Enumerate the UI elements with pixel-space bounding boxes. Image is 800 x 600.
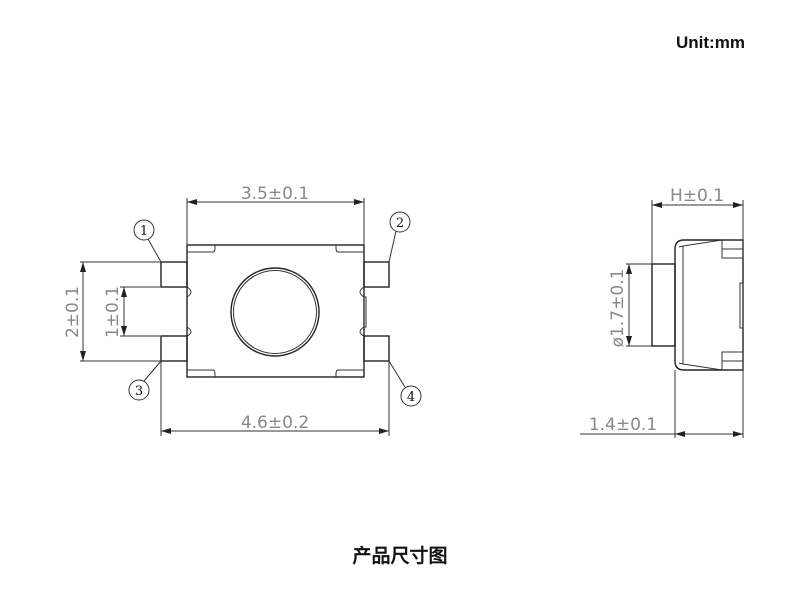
dimension-body-height: 1.4±0.1 (580, 370, 744, 438)
pin-number: 3 (135, 384, 143, 399)
lead-1 (160, 261, 188, 288)
pin-callout-4: 4 (388, 360, 422, 407)
dim-body-height: 1.4±0.1 (589, 415, 657, 435)
drawing-caption: 产品尺寸图 (352, 545, 448, 567)
dimension-lead-gap: 1±0.1 (103, 286, 160, 338)
dimension-overall-width: 4.6±0.2 (160, 361, 390, 436)
dim-lead-span: 2±0.1 (63, 286, 83, 338)
dimension-body-width: 3.5±0.1 (186, 184, 365, 245)
dim-stem-diameter: ø1.7±0.1 (608, 269, 628, 348)
pin-number: 4 (407, 390, 415, 405)
side-tab (739, 282, 744, 329)
unit-label: Unit:mm (676, 33, 745, 52)
dim-overall-width: 4.6±0.2 (241, 413, 309, 433)
side-view: H±0.1 ø1.7±0.1 1.4±0.1 (580, 186, 744, 438)
body-side-notches (186, 286, 365, 337)
dim-height: H±0.1 (670, 186, 724, 206)
pin-number: 2 (396, 216, 404, 231)
dimension-lead-span: 2±0.1 (63, 261, 161, 362)
actuator-inner (233, 270, 317, 354)
body-corner-marks (187, 245, 364, 377)
dimension-height: H±0.1 (651, 186, 744, 264)
switch-body (186, 244, 365, 378)
top-view: 3.5±0.1 4.6±0.2 2±0.1 1±0.1 1 (63, 184, 422, 436)
actuator-outer (230, 267, 320, 357)
dim-body-width: 3.5±0.1 (241, 184, 309, 204)
pin-callout-2: 2 (388, 211, 411, 263)
pin-callout-1: 1 (133, 219, 162, 263)
dimension-stem-diameter: ø1.7±0.1 (608, 263, 652, 348)
side-stem (651, 263, 676, 347)
side-body-inner (678, 239, 723, 371)
pin-callout-3: 3 (128, 360, 162, 401)
lead-2 (363, 261, 390, 288)
side-body (674, 239, 744, 371)
body-side-tab (363, 296, 367, 328)
dim-lead-gap: 1±0.1 (103, 286, 123, 338)
pin-number: 1 (140, 224, 148, 239)
lead-4 (363, 335, 390, 362)
lead-3 (160, 335, 188, 362)
